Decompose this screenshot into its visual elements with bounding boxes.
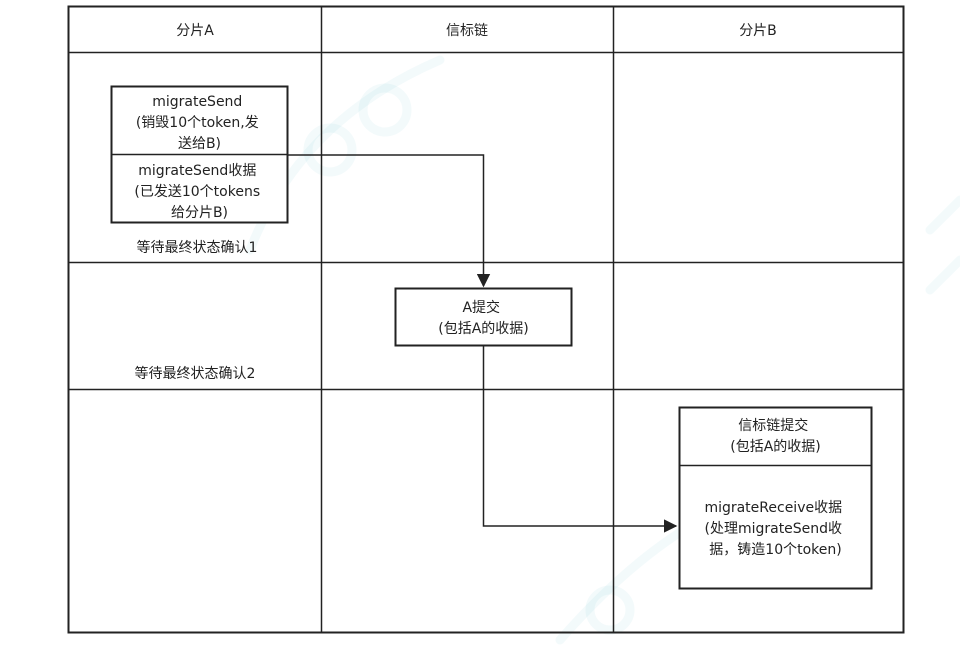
connector-receipt-to-a-commit (287, 154, 491, 288)
wait-final-note-1: 等待最终状态确认1 (137, 239, 258, 256)
a-commit-box[interactable]: A提交 (包括A的收据) (394, 287, 573, 347)
column-header-beacon: 信标链 (446, 23, 488, 39)
migrate-receive-receipt-label: migrateReceive收据 (处理migrateSend收 据，铸造10个… (704, 500, 846, 558)
table-frame (67, 5, 905, 634)
a-commit-label: A提交 (包括A的收据) (438, 299, 529, 337)
beacon-commit-label: 信标链提交 (包括A的收据) (730, 417, 821, 455)
migrate-send-label: migrateSend (销毁10个token,发 送给B) (136, 94, 263, 152)
column-header-shard-a: 分片A (176, 23, 214, 39)
connector-a-commit-to-receive (482, 346, 678, 533)
migrate-send-receipt-label: migrateSend收据 (已发送10个tokens 给分片B) (134, 163, 264, 221)
wait-final-note-2: 等待最终状态确认2 (135, 365, 256, 382)
migrate-send-box[interactable]: migrateSend (销毁10个token,发 送给B) migrateSe… (110, 85, 289, 224)
beacon-commit-box[interactable]: 信标链提交 (包括A的收据) migrateReceive收据 (处理migra… (678, 406, 873, 590)
column-header-shard-b: 分片B (739, 23, 777, 39)
